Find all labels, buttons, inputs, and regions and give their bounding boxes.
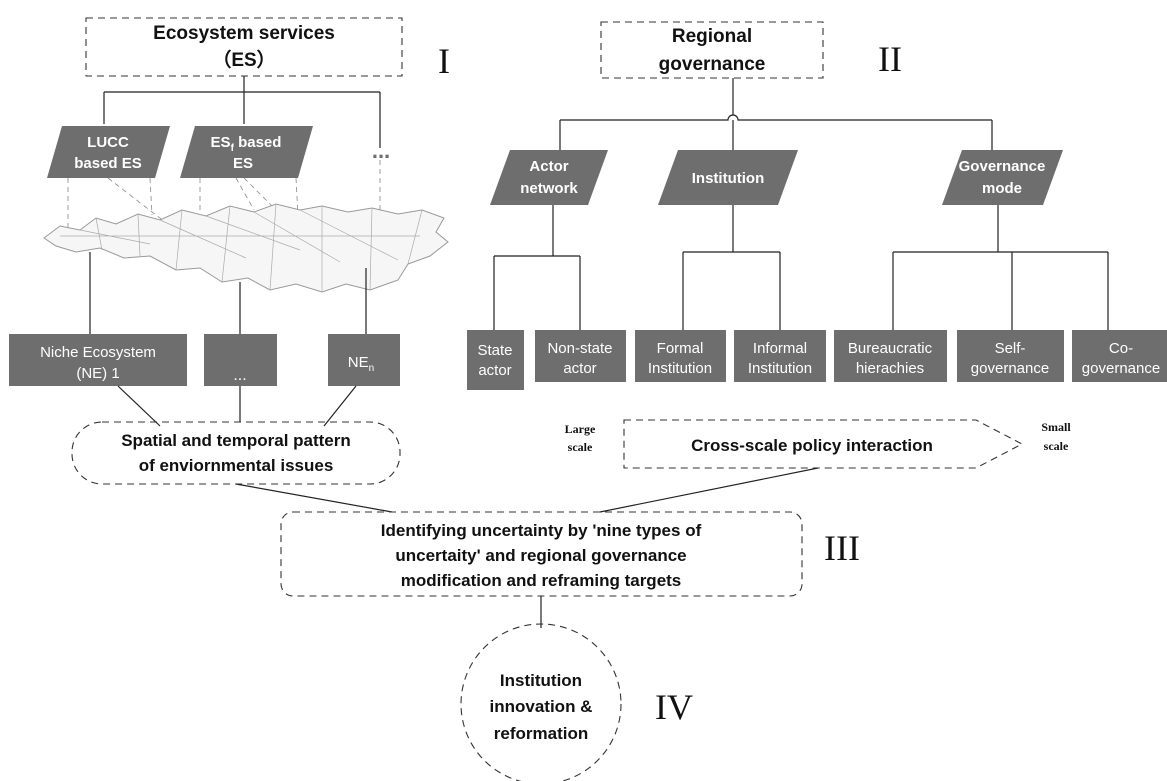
co-governance-label-1: Co-: [1109, 340, 1133, 357]
self-governance-label-2: governance: [971, 360, 1049, 377]
formal-institution-label-1: Formal: [657, 340, 704, 357]
bureaucratic-hierarchies-label-2: hierachies: [856, 360, 924, 377]
formal-institution-box: [635, 330, 726, 382]
governance-mode-label-1: Governance: [959, 158, 1046, 175]
section-I: Ecosystem services （ES） I LUCC based ES …: [9, 17, 450, 485]
uncertainty-label-3: modification and reframing targets: [401, 571, 682, 590]
esf-es-box: [180, 126, 313, 178]
formal-institution-label-2: Institution: [648, 360, 712, 377]
state-actor-box: [467, 330, 524, 390]
section-II: Regional governance II Actor network Ins…: [467, 21, 1167, 469]
large-scale-label-1: Large: [565, 422, 596, 436]
governance-mode-box: [942, 150, 1063, 205]
institution-label: Institution: [692, 170, 764, 187]
esf-es-label-2: ES: [233, 155, 253, 172]
innovation-circle: [460, 623, 622, 781]
bureaucratic-hierarchies-label-1: Bureaucratic: [848, 340, 933, 357]
state-actor-label-1: State: [477, 342, 512, 359]
numeral-I: I: [438, 41, 450, 81]
region-map: [43, 203, 449, 293]
informal-institution-label-1: Informal: [753, 340, 807, 357]
lucc-es-box: [47, 126, 170, 178]
non-state-actor-label-1: Non-state: [547, 340, 612, 357]
lucc-es-label-2: based ES: [74, 155, 142, 172]
section-III: Identifying uncertainty by 'nine types o…: [280, 511, 860, 597]
numeral-II: II: [878, 39, 902, 79]
governance-tree-lines: [559, 78, 993, 150]
regional-governance-title-1: Regional: [672, 26, 752, 47]
innovation-label-2: innovation &: [490, 697, 593, 716]
es-tree-lines: [103, 76, 381, 148]
governance-mode-label-2: mode: [982, 180, 1022, 197]
uncertainty-label-1: Identifying uncertainty by 'nine types o…: [381, 521, 702, 540]
ecosystem-services-abbrev: （ES）: [212, 48, 275, 71]
non-state-actor-box: [535, 330, 626, 382]
pattern-label-2: of enviornmental issues: [139, 456, 334, 475]
niche-ecosystem-n-box: [328, 334, 400, 386]
institution-subtree-lines: [682, 205, 781, 330]
niche-ecosystem-ellipsis-box: [204, 334, 277, 386]
more-inputs-marker: ...: [372, 138, 390, 163]
large-scale-label-2: scale: [568, 440, 593, 454]
self-governance-label-1: Self-: [995, 340, 1026, 357]
ecosystem-services-title: Ecosystem services: [153, 23, 335, 44]
mode-subtree-lines: [892, 205, 1109, 330]
actor-network-box: [490, 150, 608, 205]
section-IV: Institution innovation & reformation IV: [460, 623, 693, 781]
uncertainty-label-2: uncertaity' and regional governance: [395, 546, 686, 565]
self-governance-box: [957, 330, 1064, 382]
niche-ecosystem-1-label-1: Niche Ecosystem: [40, 344, 156, 361]
small-scale-label-1: Small: [1041, 420, 1071, 434]
institution-box: [658, 150, 798, 205]
niche-ecosystem-1-box: [9, 334, 187, 386]
cross-scale-arrow: [623, 419, 1024, 469]
lucc-es-label-1: LUCC: [87, 134, 129, 151]
numeral-IV: IV: [655, 687, 693, 727]
innovation-label-1: Institution: [500, 671, 582, 690]
small-scale-label-2: scale: [1044, 439, 1069, 453]
niche-to-pattern-lines: [117, 385, 357, 427]
regional-governance-title-2: governance: [659, 54, 766, 75]
pattern-label-1: Spatial and temporal pattern: [121, 431, 351, 450]
regional-governance-box: [600, 21, 824, 79]
to-uncertainty-lines: [235, 467, 819, 513]
niche-ecosystem-n-label: NEn: [348, 354, 374, 374]
niche-ecosystem-1-label-2: (NE) 1: [76, 365, 119, 382]
non-state-actor-label-2: actor: [563, 360, 596, 377]
map-to-niche-lines: [89, 252, 367, 334]
co-governance-label-2: governance: [1082, 360, 1160, 377]
cross-scale-label: Cross-scale policy interaction: [691, 436, 933, 455]
actor-network-label-2: network: [520, 180, 578, 197]
informal-institution-label-2: Institution: [748, 360, 812, 377]
actor-subtree-lines: [493, 205, 581, 390]
numeral-III: III: [824, 528, 860, 568]
bureaucratic-hierarchies-box: [834, 330, 947, 382]
esf-es-label-1: ESf based: [211, 134, 282, 154]
niche-ecosystem-ellipsis: ...: [233, 367, 246, 384]
actor-network-label-1: Actor: [529, 158, 568, 175]
state-actor-label-2: actor: [478, 362, 511, 379]
informal-institution-box: [734, 330, 826, 382]
innovation-label-3: reformation: [494, 724, 588, 743]
co-governance-box: [1072, 330, 1167, 382]
